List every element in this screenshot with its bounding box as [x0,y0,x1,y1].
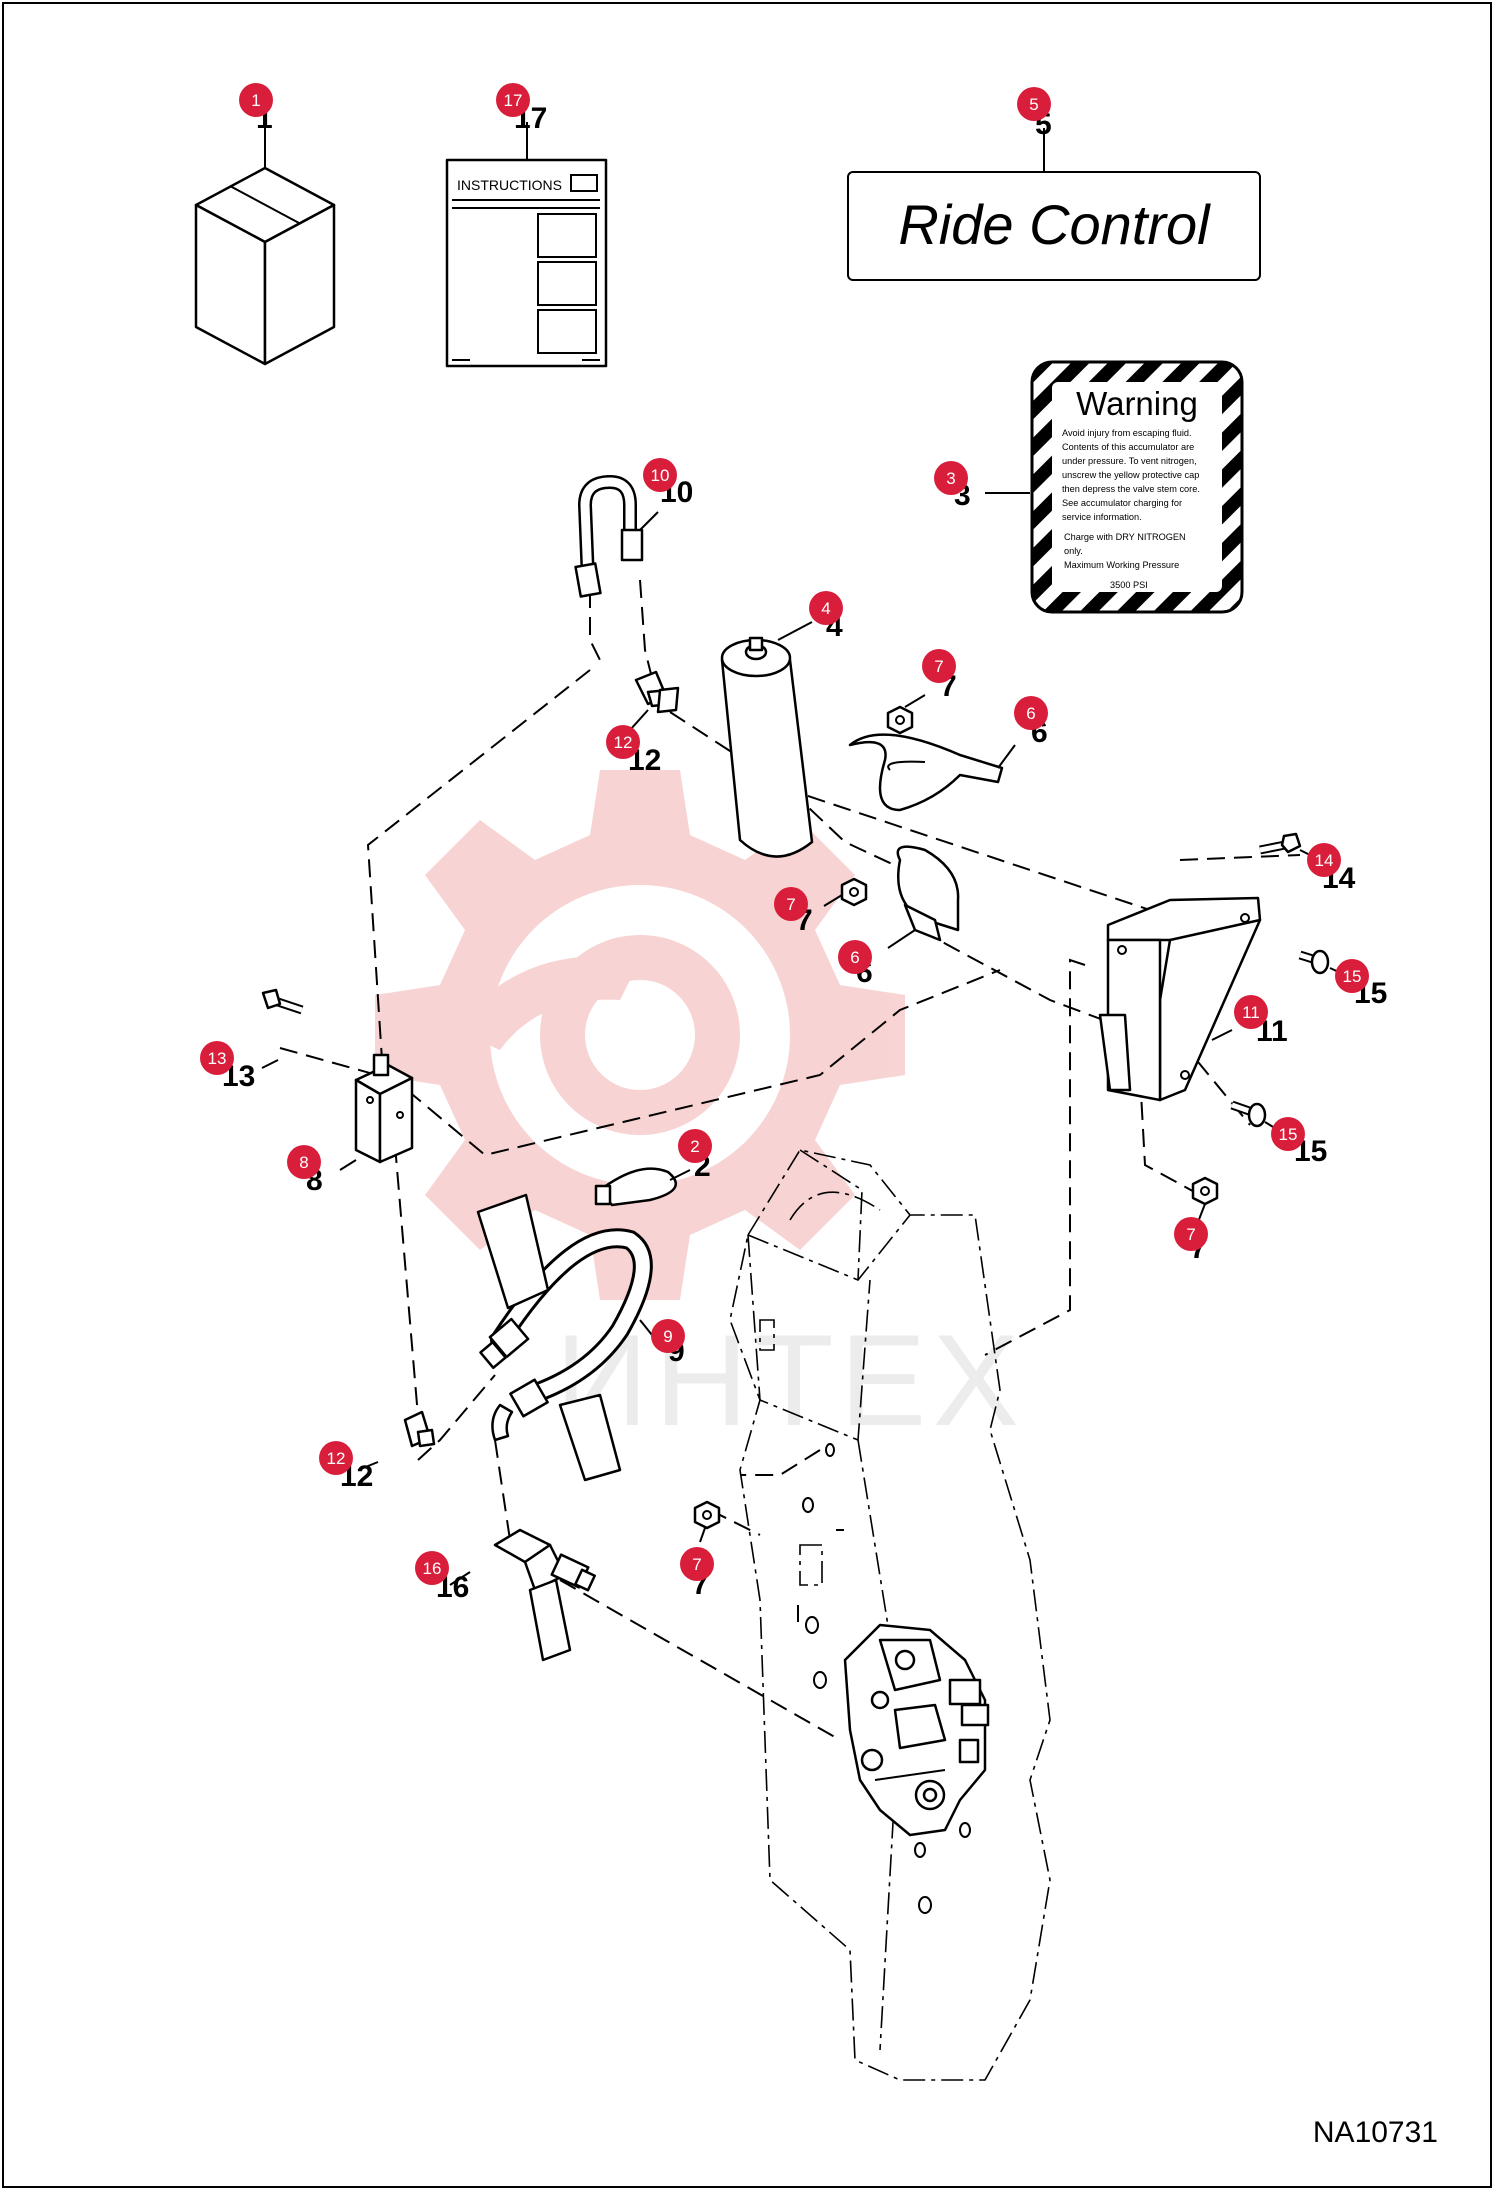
callout-badge: 4 [809,591,843,625]
callout-badge: 6 [838,940,872,974]
part-1-box [194,118,336,366]
diagram-id-label: NA10731 [1312,2116,1438,2149]
svg-text:4: 4 [821,599,830,618]
part-7-nut-middle [823,877,868,907]
warning-line: then depress the valve stem core. [1062,484,1200,494]
callout-badge: 8 [287,1145,321,1179]
part-11-mounting-bracket [1098,896,1262,1102]
loader-frame-outline [729,1149,1051,2081]
callout-badge: 9 [651,1319,685,1353]
callout-badge: 3 [934,461,968,495]
warning-line: Contents of this accumulator are [1062,442,1194,452]
svg-text:15: 15 [1343,967,1362,986]
svg-text:14: 14 [1315,851,1334,870]
warning-line: Avoid injury from escaping fluid. [1062,428,1192,438]
part-12-elbow-fitting-lower [357,1410,436,1471]
svg-text:10: 10 [651,466,670,485]
svg-text:5: 5 [1029,95,1038,114]
part-5-ride-control-decal: Ride Control [847,128,1261,281]
callout-badge: 15 [1335,959,1369,993]
callout-badge: 12 [606,725,640,759]
svg-text:1: 1 [251,91,260,110]
svg-text:12: 12 [614,733,633,752]
callout-badge: 7 [680,1547,714,1581]
part-8-valve-block [339,1053,414,1171]
svg-text:7: 7 [692,1555,701,1574]
callout-badge: 7 [922,649,956,683]
svg-text:6: 6 [1026,704,1035,723]
watermark-text: ИНТЕХ [555,1307,1025,1453]
part-7-nut-right [1191,1176,1219,1223]
part-3-warning-decal: Warning Avoid injury from escaping fluid… [985,360,1244,614]
callout-badge: 13 [200,1041,234,1075]
callout-badge: 15 [1271,1117,1305,1151]
callout-badge: 11 [1234,995,1268,1029]
svg-text:15: 15 [1279,1125,1298,1144]
part-6-clamp-upper [848,733,1016,812]
warning-line: 3500 PSI [1110,580,1148,590]
warning-line: Maximum Working Pressure [1064,560,1179,570]
svg-text:7: 7 [786,895,795,914]
svg-text:13: 13 [208,1049,227,1068]
callout-badge: 1 [239,83,273,117]
svg-text:9: 9 [663,1327,672,1346]
svg-text:2: 2 [690,1137,699,1156]
warning-line: only. [1064,546,1083,556]
part-7-nut-lower [693,1500,721,1543]
instructions-label: INSTRUCTIONS [457,177,562,193]
part-15-pin-lower [1230,1100,1279,1131]
svg-text:Avoid injury from escaping flu: Avoid injury from escaping fluid. Conten… [1062,428,1202,590]
callout-badge: 17 [496,83,530,117]
watermark-logo: ИНТЕХ [375,770,1025,1453]
warning-line: See accumulator charging for [1062,498,1182,508]
callout-badge: 5 [1017,87,1051,121]
part-9-hose [476,1193,653,1482]
svg-text:12: 12 [327,1449,346,1468]
callout-badge: 16 [415,1551,449,1585]
callout-badge: 7 [1174,1217,1208,1251]
callout-badges: 1 17 5 3 10 4 7 6 12 14 15 7 6 11 13 15 … [200,83,1369,1585]
svg-text:8: 8 [299,1153,308,1172]
hydraulic-control-valve [843,1623,990,1837]
warning-line: unscrew the yellow protective cap [1062,470,1199,480]
svg-text:16: 16 [423,1559,442,1578]
decal-title: Ride Control [898,193,1211,256]
callout-badge: 2 [678,1129,712,1163]
svg-text:11: 11 [1242,1003,1260,1022]
part-6-clamp-lower [887,845,960,949]
part-10-u-tube [574,474,659,598]
svg-text:3: 3 [946,469,955,488]
part-16-valve [449,1528,596,1662]
callout-badge: 7 [774,887,808,921]
svg-text:6: 6 [850,948,859,967]
warning-title: Warning [1076,385,1198,422]
part-14-bolt [1259,832,1317,859]
part-12-elbow-fitting-upper [629,670,680,731]
part-4-accumulator [720,621,814,858]
part-7-nut-upper [886,694,926,735]
callout-badge: 10 [643,458,677,492]
callout-badge: 12 [319,1441,353,1475]
warning-line: service information. [1062,512,1142,522]
svg-text:7: 7 [934,657,943,676]
callout-badge: 6 [1014,696,1048,730]
svg-text:7: 7 [1186,1225,1195,1244]
warning-line: under pressure. To vent nitrogen, [1062,456,1197,466]
part-17-instructions-sheet: INSTRUCTIONS [445,122,608,368]
callout-badge: 14 [1307,843,1341,877]
part-13-bolt [261,988,304,1069]
svg-text:17: 17 [504,91,523,110]
warning-line: Charge with DRY NITROGEN [1064,532,1186,542]
part-2-cable-tie [594,1167,691,1207]
